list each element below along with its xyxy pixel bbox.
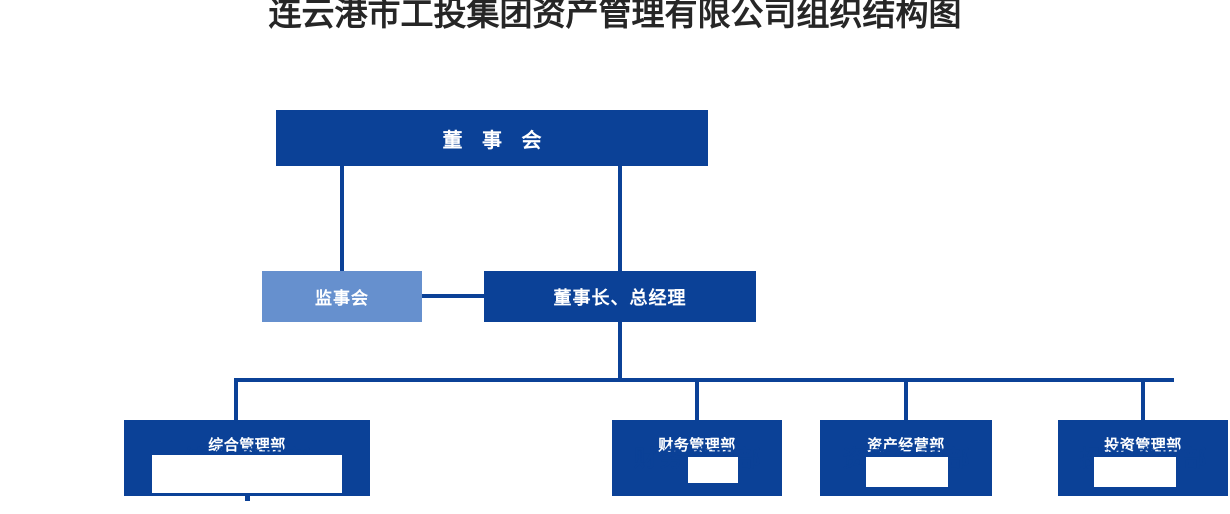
connector-department-bus [234,378,1174,382]
node-board-of-supervisors[interactable]: 监事会 [262,271,422,322]
node-department-finance-management[interactable]: 财务管理部 财务管理部 [612,420,782,496]
connector-chairman-to-bus [618,322,622,380]
node-department-investment-management[interactable]: 投资管理部 投资管理部 [1058,420,1228,496]
connector-bus-to-department-0 [234,378,238,420]
connector-bus-to-department-1 [695,378,699,420]
department-label-primary: 综合管理部 [208,437,286,454]
department-label-primary: 财务管理部 [658,437,736,454]
node-department-general-management[interactable]: 综合管理部 综合管理部 [124,420,370,496]
connector-board-to-chairman [618,166,622,272]
node-department-asset-operation[interactable]: 资产经营部 资产经营部 [820,420,992,496]
node-chairman-and-general-manager[interactable]: 董事长、总经理 [484,271,756,322]
department-label-mask [688,457,738,483]
connector-supervisors-to-chairman [422,294,484,298]
connector-bus-to-department-2 [904,378,908,420]
connector-bus-to-department-3 [1141,378,1145,420]
department-label-primary: 投资管理部 [1104,437,1182,454]
connector-board-to-supervisors [340,166,344,272]
department-label-wrap: 财务管理部 财务管理部 [612,420,782,496]
department-label-primary: 资产经营部 [867,437,945,454]
department-label-wrap: 资产经营部 资产经营部 [820,420,992,496]
department-0-bottom-stub [245,496,250,501]
node-board-of-directors[interactable]: 董 事 会 [276,110,708,166]
department-label-mask [866,457,948,487]
department-label-wrap: 投资管理部 投资管理部 [1058,420,1228,496]
page-title: 连云港市工投集团资产管理有限公司组织结构图 [268,0,962,32]
department-label-mask [152,455,342,493]
department-label-mask [1094,457,1176,487]
department-label-wrap: 综合管理部 综合管理部 [124,420,370,496]
